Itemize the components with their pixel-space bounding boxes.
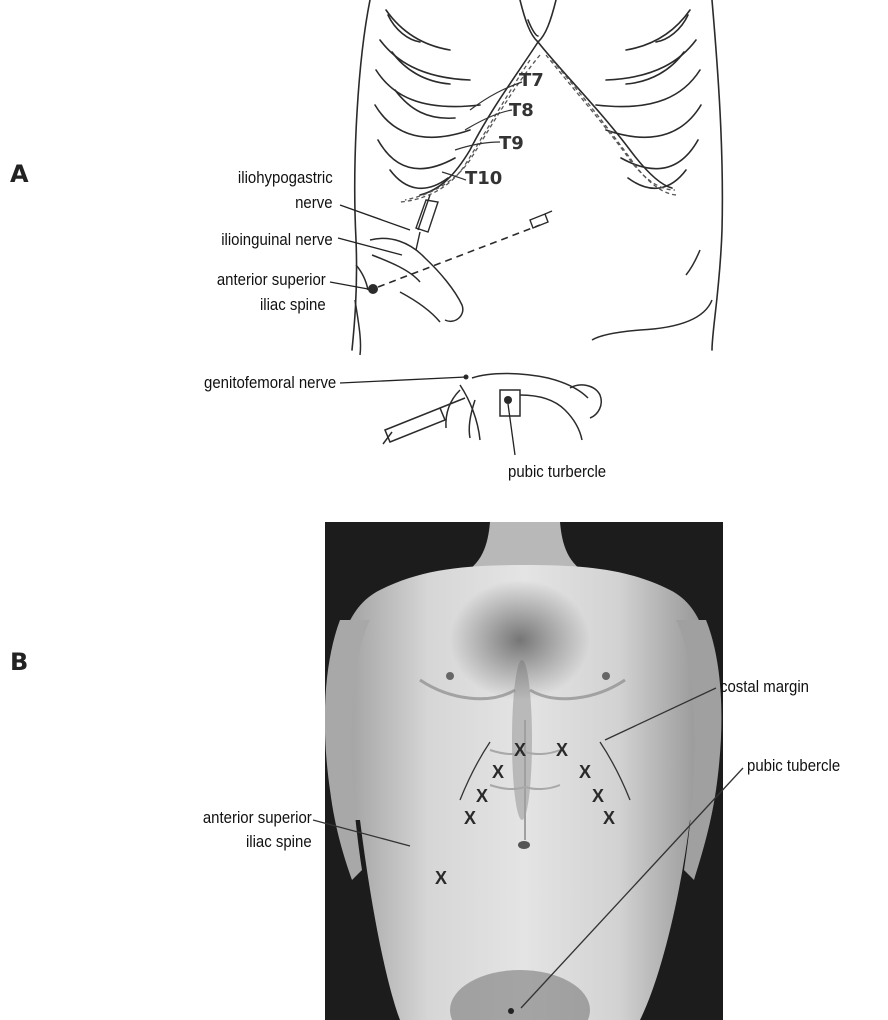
costal-margin-label: costal margin (720, 677, 809, 697)
x-marker: X (603, 808, 615, 828)
x-marker: X (464, 808, 476, 828)
asis-label-b-line1: anterior superior (203, 808, 312, 828)
x-marker: X (579, 762, 591, 782)
x-marker: X (556, 740, 568, 760)
asis-label-b-line2: iliac spine (246, 832, 312, 852)
x-marker: X (592, 786, 604, 806)
x-marker-asis: X (435, 868, 447, 888)
x-marker: X (476, 786, 488, 806)
pubic-tubercle-label: pubic tubercle (747, 756, 840, 776)
x-marker: X (492, 762, 504, 782)
x-marker: X (514, 740, 526, 760)
